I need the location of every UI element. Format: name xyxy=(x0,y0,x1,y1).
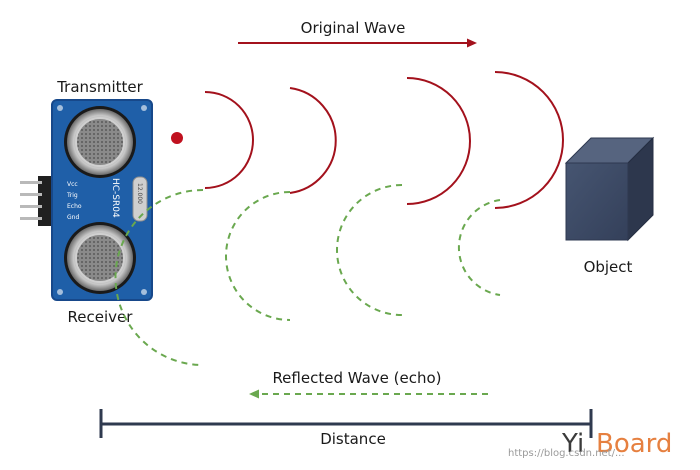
receiver-transducer xyxy=(64,222,136,294)
original-wave-arrow xyxy=(238,38,477,48)
reflected-wave-label: Reflected Wave (echo) xyxy=(272,369,441,387)
original-wavefronts xyxy=(204,71,564,209)
yiboard-watermark: Yi Board https://blog.csdn.net/... xyxy=(508,429,672,459)
watermark-logo-y: Yi xyxy=(561,429,584,459)
distance-label: Distance xyxy=(320,430,386,448)
echo-front-4 xyxy=(457,199,501,296)
crystal-label: 12.000 xyxy=(136,183,143,204)
pin-label-echo: Echo xyxy=(67,203,82,210)
emission-dot xyxy=(171,132,183,144)
echo-front-2 xyxy=(225,191,291,321)
pin-label-vcc: Vcc xyxy=(67,181,78,188)
transmitter-label: Transmitter xyxy=(56,78,143,96)
crystal-oscillator: 12.000 xyxy=(132,176,148,222)
watermark-url: https://blog.csdn.net/... xyxy=(508,448,625,459)
object-label: Object xyxy=(584,258,633,276)
header-pins xyxy=(20,176,54,226)
wavefront-1 xyxy=(204,91,254,189)
object-cube xyxy=(564,136,655,242)
transmitter-transducer xyxy=(64,106,136,178)
wavefront-4 xyxy=(494,71,564,209)
original-wave-label: Original Wave xyxy=(301,19,406,37)
wavefront-2 xyxy=(289,87,337,194)
receiver-label: Receiver xyxy=(68,308,134,326)
sensor-model-label: HC-SR04 xyxy=(110,178,120,218)
echo-front-1 xyxy=(114,189,204,366)
distance-measure xyxy=(99,409,593,438)
echo-front-3 xyxy=(336,184,403,316)
reflected-wave-arrow xyxy=(249,389,488,399)
pin-label-gnd: Gnd xyxy=(67,214,79,221)
pin-label-trig: Trig xyxy=(66,192,78,199)
wavefront-3 xyxy=(406,77,471,205)
reflected-wavefronts xyxy=(114,184,501,366)
ultrasonic-sensor-module: Vcc Trig Echo Gnd HC-SR04 12.000 xyxy=(20,99,153,301)
watermark-logo-board: Board xyxy=(596,429,672,459)
